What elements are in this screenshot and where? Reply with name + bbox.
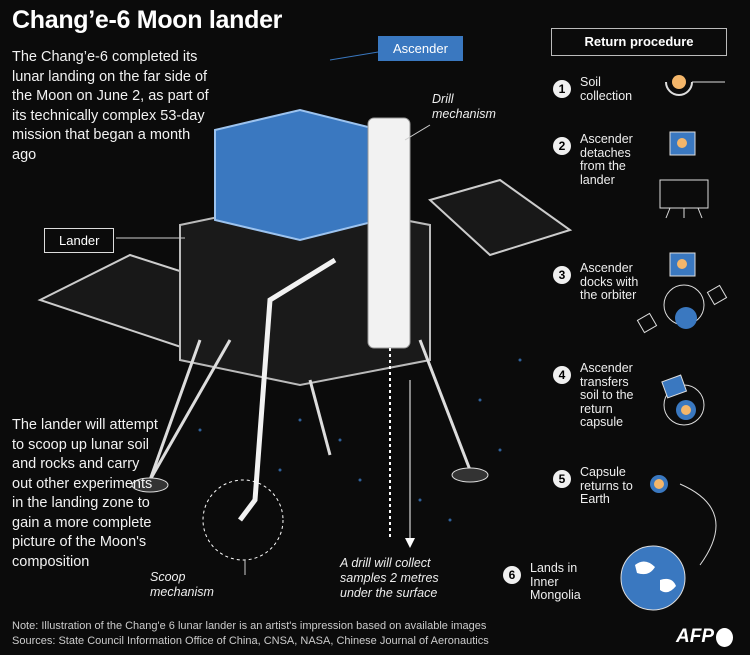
step-text: Ascender docks with the orbiter [580,261,639,302]
footpad [131,477,169,493]
return-procedure-title: Return procedure [551,28,727,56]
page-title: Chang’e-6 Moon lander [12,6,283,34]
scoop-arm [238,257,337,522]
step-number: 2 [553,137,571,155]
step2-icon [659,131,709,219]
ascender-module [214,108,381,242]
lander-label: Lander [44,228,115,253]
earth-icon [620,545,686,611]
step3-icon [636,252,728,334]
drill-label: Drill mechanism [432,92,496,121]
lander-description: The lander will attempt to scoop up luna… [12,417,158,570]
ascender-label: Ascender [378,36,463,61]
step-text: Soil collection [580,75,633,103]
step-number: 1 [553,80,571,98]
step-1: 1 Soil collection [553,75,650,103]
step4-icon [661,374,705,426]
step-number: 3 [553,266,571,284]
step-text: Ascender detaches from the lander [580,132,633,187]
afp-logo-text: AFP [676,626,714,647]
step1-icon [665,75,725,96]
step-number: 5 [553,470,571,488]
step-3: 3 Ascender docks with the orbiter [553,261,650,303]
step-number: 6 [503,566,521,584]
step-6: 6 Lands in Inner Mongolia [503,561,590,603]
step-4: 4 Ascender transfers soil to the return c… [553,361,650,430]
footnote: Note: Illustration of the Chang'e 6 luna… [12,620,487,632]
afp-logo: AFP [676,626,733,648]
scoop-label: Scoop mechanism [150,570,214,599]
intro-text: The Chang’e-6 completed its lunar landin… [12,49,209,163]
afp-logo-dot [716,627,733,647]
regolith-dust [198,358,522,522]
step-text: Lands in Inner Mongolia [530,561,581,602]
step-5: 5 Capsule returns to Earth [553,465,650,507]
step-number: 4 [553,366,571,384]
lander-legs [148,339,472,481]
scoop-highlight [202,479,284,561]
step-text: Ascender transfers soil to the return ca… [580,361,634,429]
drill-note: A drill will collect samples 2 metres un… [340,556,439,600]
step5-icon [650,475,717,566]
right-solar-panel [428,178,573,257]
step-text: Capsule returns to Earth [580,465,633,506]
drill-column [367,117,411,349]
step-2: 2 Ascender detaches from the lander [553,132,650,187]
sources: Sources: State Council Information Offic… [12,635,489,647]
footpad [451,467,489,483]
